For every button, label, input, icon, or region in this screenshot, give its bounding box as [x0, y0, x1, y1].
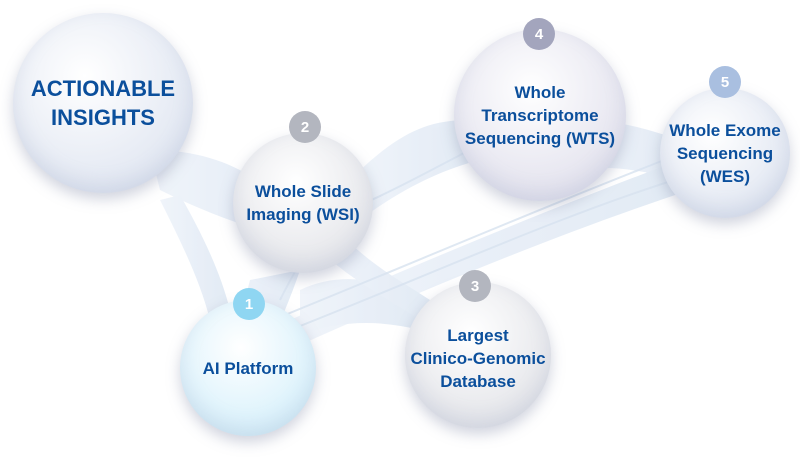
bubble-whole-slide-imaging: Whole Slide Imaging (WSI)	[233, 133, 373, 273]
whole-exome-sequencing-label: Whole Exome Sequencing (WES)	[669, 120, 781, 186]
step-badge-1: 1	[233, 288, 265, 320]
step-badge-5: 5	[709, 66, 741, 98]
bubble-wsi-shape	[233, 133, 373, 273]
bubble-whole-transcriptome-sequencing: Whole Transcriptome Sequencing (WTS)	[454, 29, 626, 201]
bubble-insights-shape	[13, 13, 193, 193]
bubble-wes-shape	[660, 88, 790, 218]
bubble-ai-platform: AI Platform	[180, 300, 316, 436]
whole-slide-imaging-label: Whole Slide Imaging (WSI)	[246, 182, 360, 224]
step-badge-3: 3	[459, 270, 491, 302]
bubble-ai-shape	[180, 300, 316, 436]
ai-platform-label: AI Platform	[202, 358, 294, 378]
step-badge-4: 4	[523, 18, 555, 50]
bubble-whole-exome-sequencing: Whole Exome Sequencing (WES)	[660, 88, 790, 218]
bubble-clinico-genomic-database: Largest Clinico-Genomic Database	[405, 282, 551, 428]
bubble-wts-shape	[454, 29, 626, 201]
bubble-db-shape	[405, 282, 551, 428]
bubble-actionable-insights: ACTIONABLE INSIGHTS	[13, 13, 193, 193]
clinico-genomic-database-label: Largest Clinico-Genomic Database	[410, 325, 546, 391]
step-badge-2: 2	[289, 111, 321, 143]
whole-transcriptome-sequencing-label: Whole Transcriptome Sequencing (WTS)	[464, 82, 616, 148]
actionable-insights-label: ACTIONABLE INSIGHTS	[30, 76, 176, 130]
